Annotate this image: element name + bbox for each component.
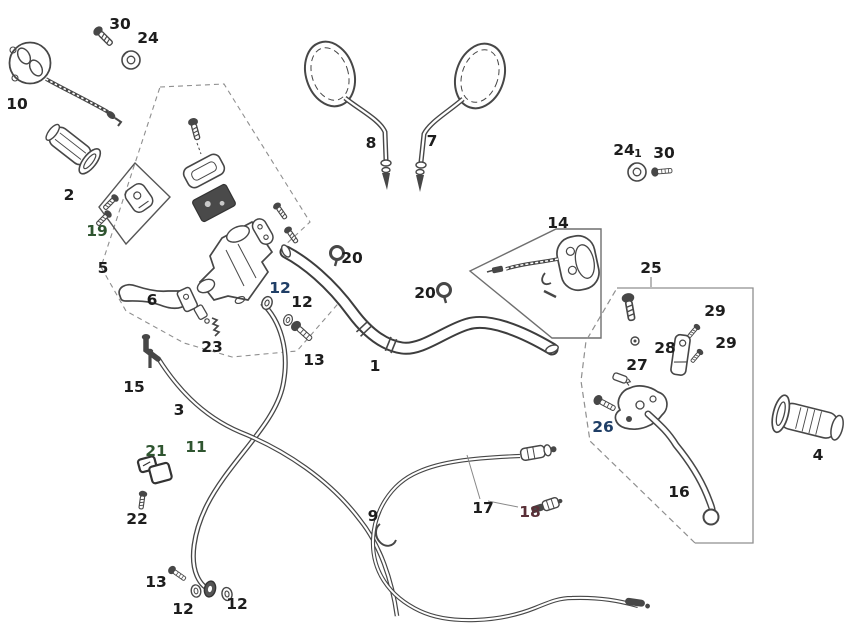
part-label-8: 8 [366,134,377,152]
bottom-cable-fasteners [166,563,234,602]
callout-labels: 30 24 10 2 19 5 6 23 15 3 11 21 22 13 12… [6,15,823,618]
part-4-grip-right [771,394,844,441]
part-label-18: 18 [519,503,541,521]
part-30-screw-right [650,165,673,178]
part-13-banjo-bolt [288,318,316,345]
part-label-29-b: 29 [715,334,737,352]
handlebar-1 [279,244,559,356]
part-label-20-b: 20 [414,284,436,302]
handlebar-clamp [251,218,274,245]
master-cylinder-group [182,116,316,345]
cable-3 [141,334,400,617]
part-label-10: 10 [6,95,28,113]
part-label-12-bottom-a: 12 [172,600,194,618]
mirror-right-7 [415,42,506,192]
part-label-3: 3 [174,401,185,419]
part-22-screw [136,489,149,510]
part-20-clamp-right [436,282,452,304]
part-label-13-mc: 13 [303,351,325,369]
part-label-24: 24 [137,29,159,47]
part-24-nut-left [121,50,141,70]
part-label-12-bottom-b: 12 [226,595,248,613]
right-lever-group [591,291,720,526]
part-29-screw [685,322,702,340]
part-label-9: 9 [368,507,379,525]
part-label-30-right: 30 [653,144,675,162]
part-label-17: 17 [472,499,494,517]
part-label-7: 7 [427,132,438,150]
part-18-adjuster [531,496,563,514]
part-20-clamp-left [329,245,345,267]
part-15-pin [146,348,154,368]
part-14-switch-unit [486,234,600,299]
part-label-27: 27 [626,356,648,374]
diaphragm-plate [192,183,236,223]
part-29-screw [688,347,705,365]
part-13-bolt [166,563,189,584]
leader-line-17 [466,454,481,500]
part-label-13-bottom: 13 [145,573,167,591]
part-2-grip-left [45,123,102,175]
part-label-22: 22 [126,510,148,528]
part-label-14: 14 [547,214,569,232]
part-16-lever [644,410,720,526]
part-label-1-small: 1 [634,147,642,160]
part-label-28: 28 [654,339,676,357]
part-label-26: 26 [592,418,614,436]
reservoir-cap [182,153,226,189]
box-14-outline [468,228,602,339]
part-21-clamp [136,455,173,485]
box-19-outline [98,161,171,246]
part-27-screw [620,291,639,323]
reservoir-cap-screw [186,116,204,142]
part-12-washer [189,583,203,599]
leader-line-17b [487,500,519,508]
clamp-screw [282,224,301,246]
throttle-cable [370,453,650,623]
part-23-spring [211,317,221,337]
part-label-1: 1 [370,357,381,375]
part-label-5: 5 [98,259,109,277]
clamp-screw [271,200,290,222]
part-label-15: 15 [123,378,145,396]
part-label-30: 30 [109,15,131,33]
part-28-bracket [670,333,691,376]
part-17-cable-end [519,444,557,462]
brake-hose-11 [190,301,288,593]
part-label-11: 11 [185,438,207,456]
part-label-29-a: 29 [704,302,726,320]
part-label-16: 16 [668,483,690,501]
part-label-2: 2 [64,186,75,204]
part-19-switch [93,183,154,229]
part-9-clip [375,523,397,547]
part-label-23: 23 [201,338,223,356]
part-label-4: 4 [813,446,824,464]
part-label-12-mc-b: 12 [291,293,313,311]
part-label-19: 19 [86,222,108,240]
cable-end-ferrule [625,597,650,609]
dashed-boundary-master-cylinder-group [100,83,344,358]
part-label-25: 25 [640,259,662,277]
box-25-outline-solid [617,287,754,544]
part-label-24-right: 24 [613,141,635,159]
part-label-12-mc-a: 12 [269,279,291,297]
mirror-left-8 [304,40,392,190]
part-14-wire [505,257,559,271]
part-label-21: 21 [145,442,167,460]
cable-3-elbow-fitting [143,335,161,362]
part-10-switch-assembly [8,41,123,127]
part-12-washer [259,294,275,312]
part-24-nut-right [627,162,647,182]
part-6-lever-left [118,283,210,324]
master-cylinder-body [196,220,274,305]
part-26-bolt [591,392,618,415]
part-label-6: 6 [147,291,158,309]
part-label-20-a: 20 [341,249,363,267]
